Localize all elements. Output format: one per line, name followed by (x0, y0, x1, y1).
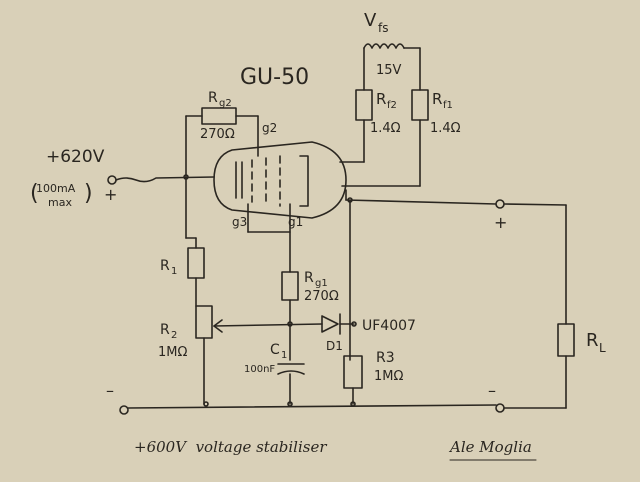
r3-value: 1MΩ (374, 369, 403, 384)
r2-subscript: 2 (171, 330, 177, 341)
minus-out-label: – (488, 381, 496, 400)
rf2-subscript: f2 (387, 100, 397, 111)
rg1-subscript: g1 (315, 278, 328, 289)
r2-value: 1MΩ (158, 345, 187, 360)
supply-current-top: 100mA (36, 182, 76, 195)
plus-out-label: + (494, 213, 507, 232)
diode-part-label: UF4007 (362, 318, 416, 334)
divider-chain (187, 247, 323, 405)
d1-label: D1 (326, 339, 343, 353)
vfs-subscript: fs (378, 21, 388, 35)
c1-subscript: 1 (281, 350, 287, 361)
c1-label: C (270, 342, 280, 358)
rf2-value: 1.4Ω (370, 121, 401, 136)
resistor-r3 (343, 355, 363, 389)
diode-d1 (321, 313, 357, 335)
resistor-rf2 (355, 89, 373, 121)
resistor-r1 (187, 247, 205, 279)
tube-label: GU-50 (240, 65, 309, 90)
supply-voltage-label: +620V (46, 147, 105, 167)
resistor-rf1 (411, 89, 429, 121)
supply-wiring (107, 115, 259, 249)
plus-in-label: + (104, 185, 117, 204)
rg2-subscript: g2 (219, 98, 232, 109)
tube-grids (251, 155, 281, 207)
negative-rail (119, 401, 497, 415)
grid-wiring (247, 203, 299, 361)
pin-g3-label: g3 (232, 215, 247, 229)
capacitor-c1 (277, 363, 305, 405)
rf1-subscript: f1 (443, 100, 453, 111)
output-wiring (345, 189, 575, 413)
filament-voltage-label: 15V (376, 63, 402, 78)
rl-subscript: L (599, 341, 606, 355)
r1-subscript: 1 (171, 266, 177, 277)
resistor-rg1 (281, 271, 299, 301)
filament-coil (363, 43, 405, 49)
rg1-value: 270Ω (304, 289, 339, 304)
rl-label: R (586, 330, 599, 351)
rf2-label: R (376, 90, 386, 108)
potentiometer-r2 (195, 305, 213, 339)
resistor-rl (557, 323, 575, 357)
pin-g1-label: g1 (288, 215, 303, 229)
r2-label: R (160, 322, 170, 338)
rg2-label: R (208, 90, 218, 106)
tube-gu50 (213, 141, 347, 219)
r1-label: R (160, 258, 170, 274)
filament-circuit (339, 43, 429, 187)
supply-current-bottom: max (48, 196, 72, 209)
rf1-value: 1.4Ω (430, 121, 461, 136)
resistor-rg2 (201, 107, 237, 125)
rg1-label: R (304, 270, 314, 286)
caption-text: +600V voltage stabiliser (134, 438, 327, 456)
signature-text: Ale Moglia (448, 438, 532, 456)
vfs-label: V (364, 10, 377, 31)
paren-close: ) (84, 181, 93, 206)
minus-in-label: – (106, 381, 114, 400)
r3-label: R3 (376, 350, 395, 366)
rg2-value: 270Ω (200, 127, 235, 142)
paren-open: ( (30, 181, 39, 206)
pin-g2-label: g2 (262, 121, 277, 135)
c1-value: 100nF (244, 364, 275, 375)
rf1-label: R (432, 90, 442, 108)
